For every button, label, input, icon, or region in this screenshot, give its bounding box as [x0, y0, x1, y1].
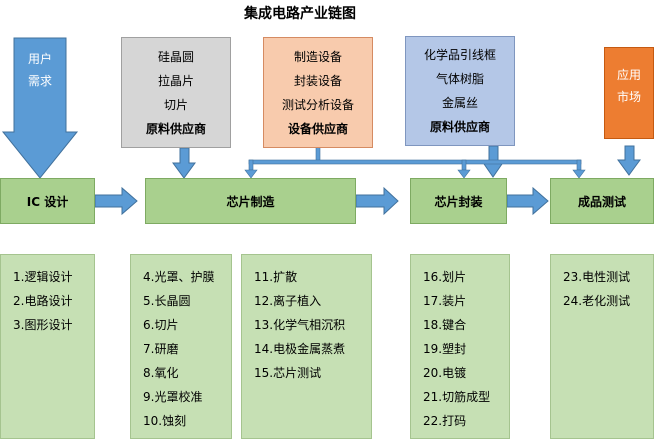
equipment-supplier-box: 制造设备 封装设备 测试分析设备 设备供应商: [263, 37, 373, 148]
stage-chip-manufacturing: 芯片制造: [145, 178, 356, 224]
flow-arrow-3: [506, 186, 549, 216]
user-demand-label: 用户 需求: [14, 38, 66, 118]
supplier2-line-1: 制造设备: [293, 49, 342, 64]
list-item: 9.光罩校准: [143, 390, 203, 404]
equipment-drop-testing: [576, 159, 582, 171]
list-item: 17.装片: [423, 294, 467, 308]
list-item: 10.蚀刻: [143, 414, 187, 428]
app-market-down-arrow: [617, 145, 641, 176]
list-item: 2.电路设计: [13, 294, 73, 308]
list-item: 22.打码: [423, 414, 467, 428]
list-item: 15.芯片测试: [254, 366, 322, 380]
list-item: 20.电镀: [423, 366, 467, 380]
list-item: 6.切片: [143, 318, 179, 332]
supplier1-line-3: 切片: [163, 97, 188, 112]
supplier1-line-2: 拉晶片: [157, 73, 194, 88]
stage-chip-packaging: 芯片封装: [410, 178, 507, 224]
list-item: 5.长晶圆: [143, 294, 191, 308]
app-market-line-1: 应用: [616, 68, 641, 82]
supplier3-line-3: 金属丝: [441, 96, 478, 110]
manufacturing-steps-list-b: 11.扩散 12.离子植入 13.化学气相沉积 14.电极金属蒸煮 15.芯片测…: [241, 254, 372, 439]
diagram-title: 集成电路产业链图: [244, 6, 356, 22]
supplier1-line-1: 硅晶圆: [157, 49, 194, 64]
list-item: 4.光罩、护膜: [143, 270, 215, 284]
list-item: 11.扩散: [254, 270, 298, 284]
supplier3-line-1: 化学品引线框: [423, 48, 496, 62]
material-supplier-box: 化学品引线框 气体树脂 金属丝 原料供应商: [405, 36, 515, 146]
equipment-bar: [248, 159, 582, 165]
user-demand-arrow: [1, 37, 79, 179]
supplier1-label: 原料供应商: [145, 121, 206, 136]
list-item: 23.电性测试: [563, 270, 631, 284]
list-item: 14.电极金属蒸煮: [254, 342, 346, 356]
list-item: 18.键合: [423, 318, 467, 332]
supplier3-line-2: 气体树脂: [435, 72, 484, 86]
list-item: 24.老化测试: [563, 294, 631, 308]
app-market-line-2: 市场: [616, 90, 641, 104]
app-market-box: 应用 市场: [604, 47, 654, 139]
list-item: 21.切筋成型: [423, 390, 491, 404]
user-demand-line-1: 用户: [27, 52, 52, 66]
equipment-arrowhead-manufacturing: [244, 169, 258, 179]
stage-final-testing: 成品测试: [550, 178, 654, 224]
testing-steps-list: 23.电性测试 24.老化测试: [550, 254, 654, 439]
flow-arrow-1: [94, 186, 138, 216]
list-item: 1.逻辑设计: [13, 270, 73, 284]
list-item: 13.化学气相沉积: [254, 318, 346, 332]
equipment-drop-manufacturing: [248, 159, 254, 171]
equipment-arrowhead-packaging: [457, 169, 471, 179]
packaging-steps-list: 16.划片 17.装片 18.键合 19.塑封 20.电镀 21.切筋成型 22…: [410, 254, 510, 439]
supplier2-label: 设备供应商: [287, 121, 348, 136]
list-item: 19.塑封: [423, 342, 467, 356]
list-item: 12.离子植入: [254, 294, 322, 308]
supplier2-line-3: 测试分析设备: [281, 97, 354, 112]
equipment-drop-packaging: [461, 159, 467, 171]
supplier1-down-arrow: [172, 147, 196, 179]
equipment-arrowhead-testing: [572, 169, 586, 179]
stage-ic-design: IC 设计: [0, 178, 95, 224]
flow-arrow-2: [355, 186, 399, 216]
list-item: 16.划片: [423, 270, 467, 284]
user-demand-line-2: 需求: [27, 74, 52, 88]
list-item: 3.图形设计: [13, 318, 73, 332]
design-steps-list: 1.逻辑设计 2.电路设计 3.图形设计: [0, 254, 95, 439]
equipment-stem: [315, 145, 321, 163]
list-item: 7.研磨: [143, 342, 179, 356]
supplier2-line-2: 封装设备: [293, 73, 342, 88]
manufacturing-steps-list-a: 4.光罩、护膜 5.长晶圆 6.切片 7.研磨 8.氧化 9.光罩校准 10.蚀…: [130, 254, 232, 439]
supplier3-label: 原料供应商: [429, 120, 490, 134]
raw-material-supplier-box: 硅晶圆 拉晶片 切片 原料供应商: [121, 37, 231, 148]
list-item: 8.氧化: [143, 366, 179, 380]
